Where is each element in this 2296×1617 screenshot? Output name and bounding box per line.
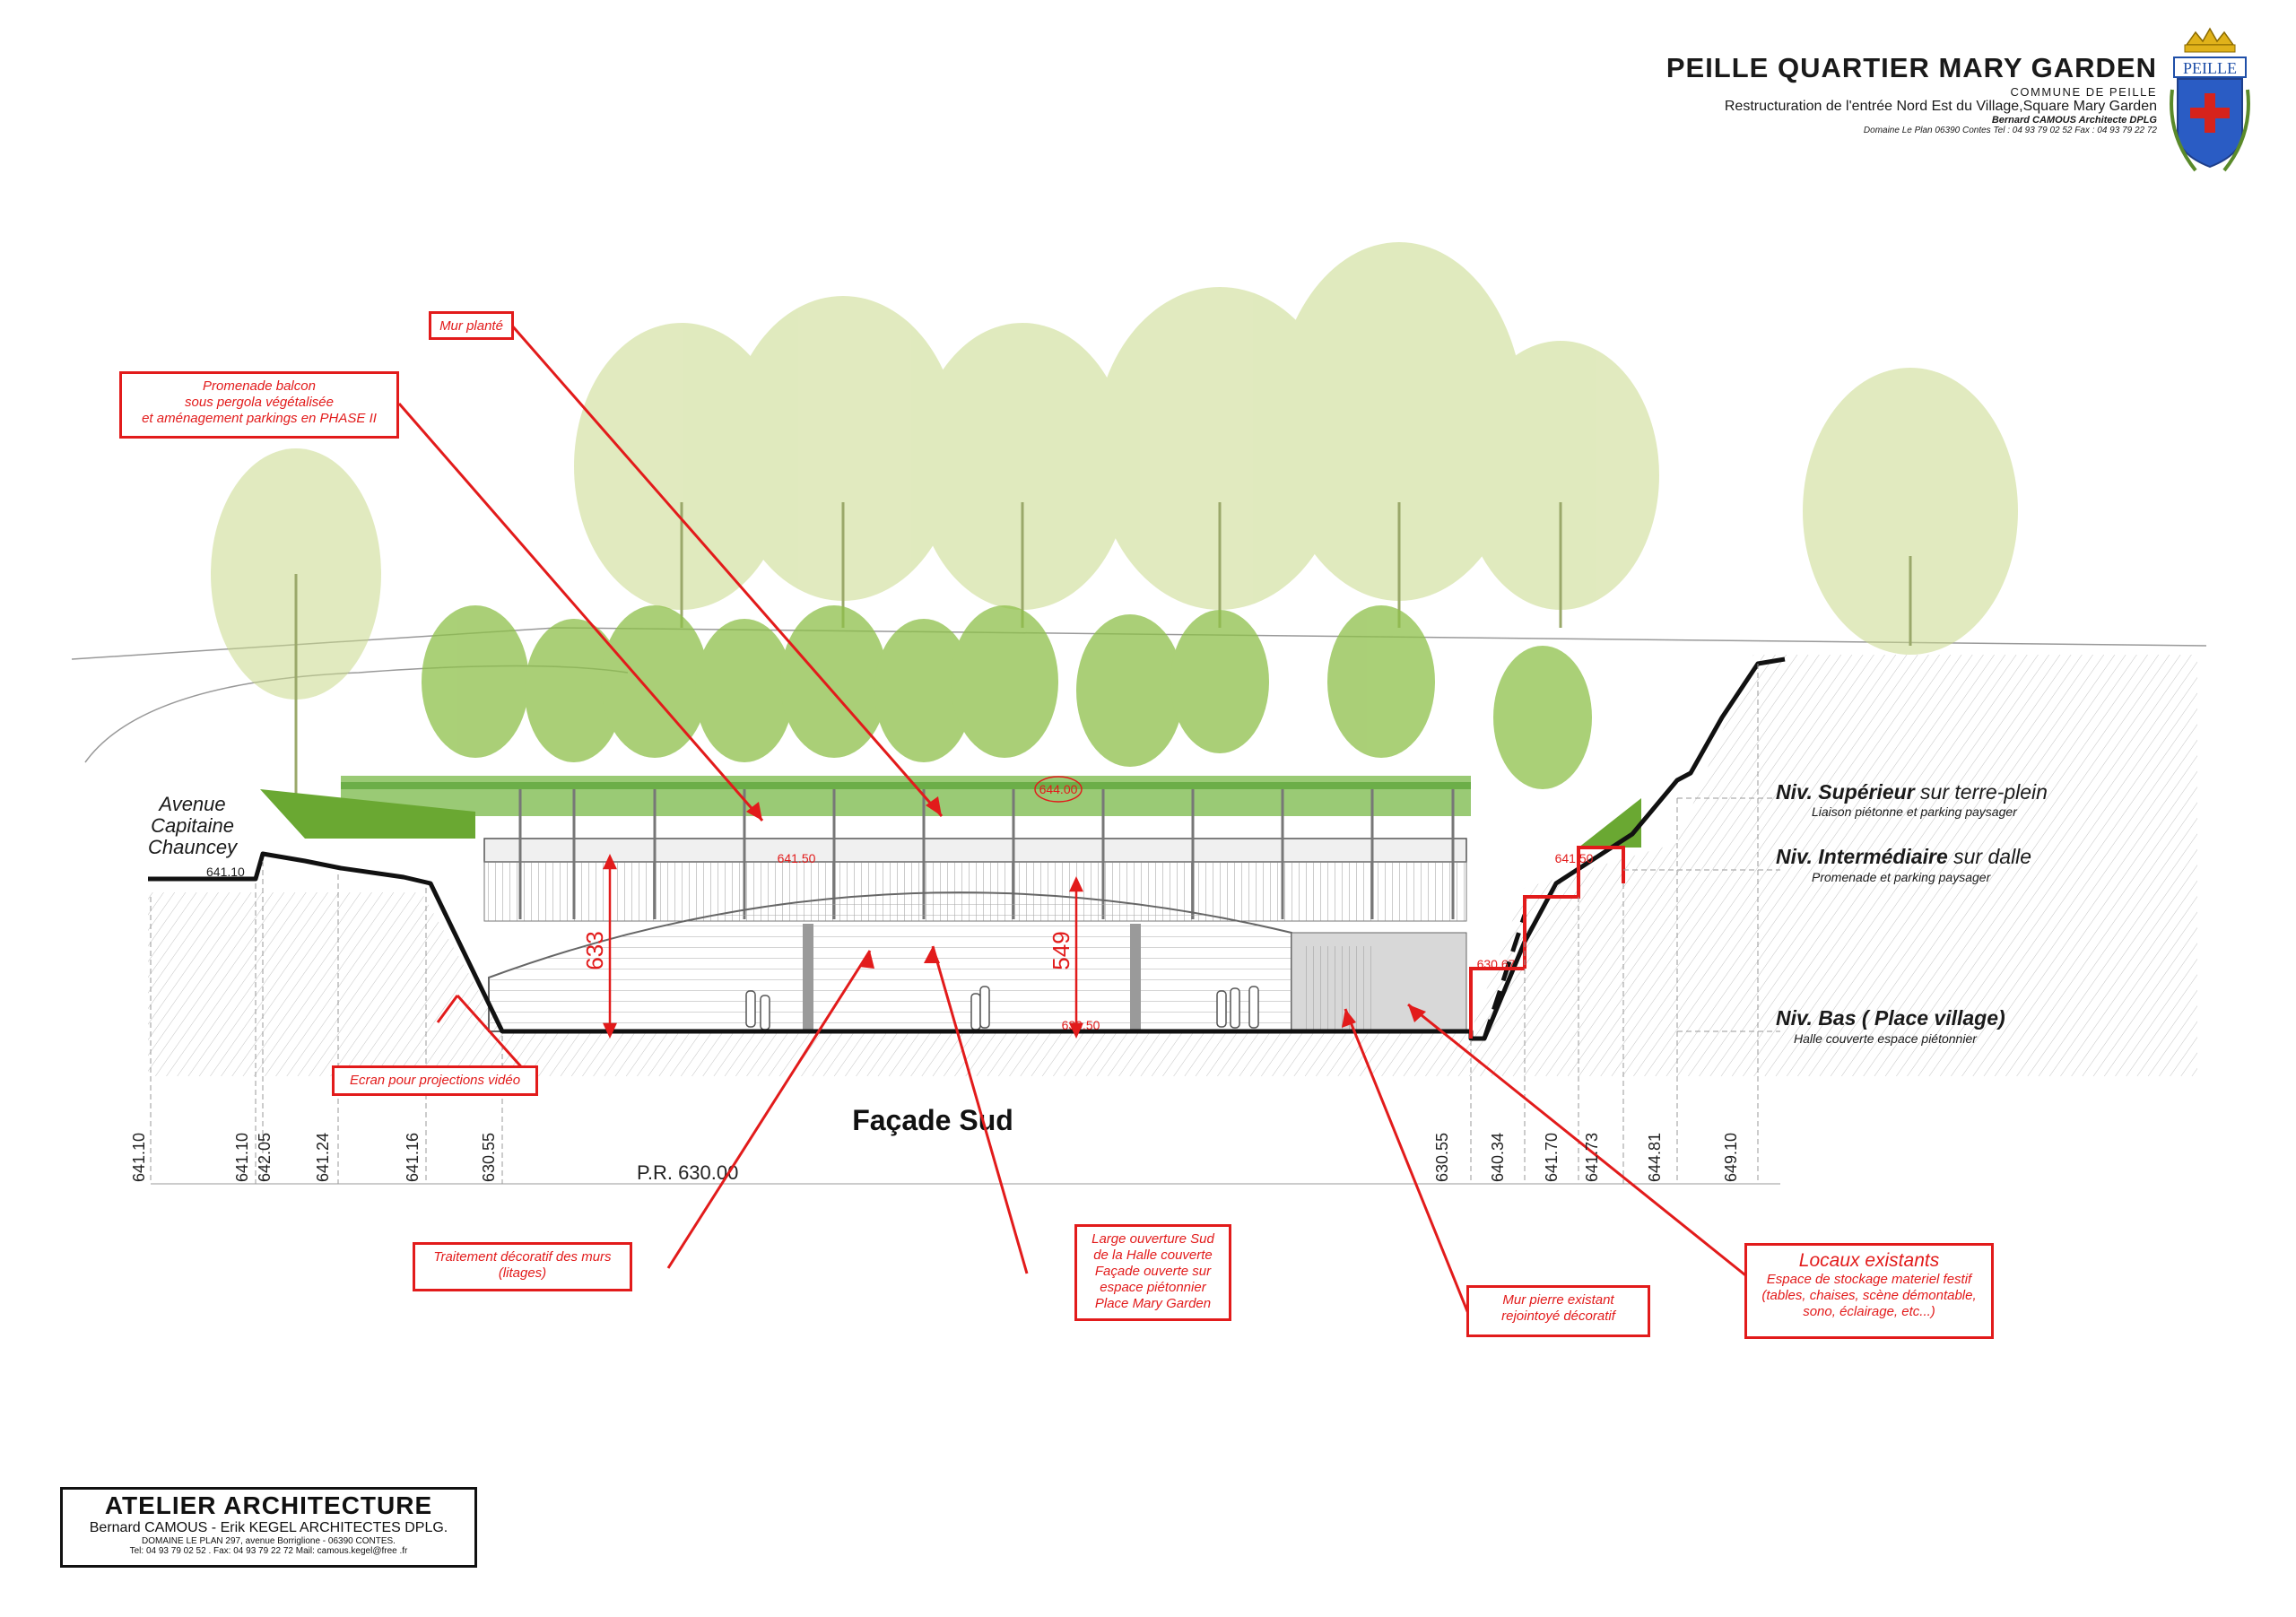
- height-633: 633: [581, 931, 608, 969]
- atelier-address: DOMAINE LE PLAN 297, avenue Borriglione …: [142, 1536, 396, 1546]
- drawing-title: Façade Sud: [852, 1104, 1013, 1136]
- alt-value: 630.55: [1433, 1132, 1451, 1182]
- alt-value: 641.10: [130, 1132, 148, 1182]
- annotation-mur-pierre: Mur pierre existant rejointoyé décoratif: [1466, 1285, 1650, 1337]
- alt-value: 641.24: [314, 1132, 332, 1182]
- elev-tag-644: 644.00: [1039, 782, 1078, 796]
- people-silhouettes: [745, 986, 1259, 1030]
- commune-label: COMMUNE DE PEILLE: [2010, 85, 2157, 99]
- height-549: 549: [1048, 931, 1074, 969]
- leader-lines: [397, 324, 1750, 1321]
- atelier-title: ATELIER ARCHITECTURE: [104, 1491, 433, 1519]
- contact-line: Domaine Le Plan 06390 Contes Tel : 04 93…: [1863, 126, 2157, 135]
- project-subtitle: Restructuration de l'entrée Nord Est du …: [1724, 99, 2157, 114]
- alt-value: 640.34: [1489, 1132, 1507, 1182]
- annotation-large-ouverture: Large ouverture Sud de la Halle couverte…: [1074, 1224, 1231, 1321]
- upper-deck-slab: [483, 838, 1467, 863]
- annotation-traitement: Traitement décoratif des murs (litages): [413, 1242, 632, 1291]
- elev-tag-641-50b: 641.50: [1555, 851, 1594, 865]
- project-title: PEILLE QUARTIER MARY GARDEN: [1665, 52, 2157, 83]
- alt-value: 641.10: [233, 1132, 251, 1182]
- level-low: Niv. Bas ( Place village): [1776, 1006, 2005, 1030]
- level-bracket: [1469, 846, 1625, 1039]
- soil-hatch: [148, 655, 2197, 1076]
- street-label: Avenue Capitaine Chauncey: [148, 793, 238, 858]
- elev-tag-630-50: 630.50: [1062, 1018, 1100, 1032]
- atelier-names: Bernard CAMOUS - Erik KEGEL ARCHITECTES …: [89, 1520, 448, 1535]
- right-green-bank: [1578, 798, 1641, 848]
- background-tree-trunks: [294, 502, 1912, 807]
- architect-line: Bernard CAMOUS Architecte DPLG: [1991, 115, 2157, 126]
- coat-banner-text: PEILLE: [2183, 59, 2237, 77]
- alt-value: 649.10: [1722, 1132, 1740, 1182]
- leader-arrowheads: [746, 796, 1426, 1028]
- level-intermediate-sub: Promenade et parking paysager: [1812, 870, 1991, 884]
- hall-columns: [803, 924, 1141, 1031]
- reference-level: P.R. 630.00: [637, 1161, 738, 1184]
- alt-value: 641.73: [1583, 1132, 1601, 1182]
- left-green-bank: [260, 789, 475, 839]
- annotation-ecran: Ecran pour projections vidéo: [332, 1065, 538, 1096]
- level-low-sub: Halle couverte espace piétonnier: [1794, 1031, 1977, 1046]
- atelier-stamp: ATELIER ARCHITECTURE Bernard CAMOUS - Er…: [60, 1487, 477, 1568]
- annotation-locaux: Locaux existants Espace de stockage mate…: [1744, 1243, 1994, 1339]
- elev-tag-641-50: 641.50: [778, 851, 816, 865]
- height-dimensions: [603, 854, 1083, 1039]
- annotation-mur-plante: Mur planté: [429, 311, 514, 340]
- atelier-contact: Tel: 04 93 79 02 52 . Fax: 04 93 79 22 7…: [129, 1546, 408, 1556]
- annotation-locaux-title: Locaux existants: [1798, 1250, 1940, 1271]
- elev-tag-630-67: 630.67: [1477, 957, 1516, 971]
- level-intermediate: Niv. Intermédiaire sur dalle: [1776, 845, 2032, 868]
- midground-trees: [422, 605, 1592, 789]
- alt-value: 630.55: [480, 1132, 498, 1182]
- background-trees: [211, 242, 2018, 700]
- altimetry-lines: [150, 664, 1780, 1184]
- alt-value: 642.05: [256, 1132, 274, 1182]
- elev-641-10: 641.10: [206, 865, 245, 879]
- peille-coat-of-arms-icon: PEILLE: [2170, 27, 2250, 172]
- annotation-promenade: Promenade balcon sous pergola végétalisé…: [119, 371, 399, 439]
- level-upper-sub: Liaison piétonne et parking paysager: [1812, 804, 2017, 819]
- alt-value: 644.81: [1646, 1132, 1664, 1182]
- pergola-vegetation: [341, 776, 1471, 816]
- annotation-locaux-text: Espace de stockage materiel festif (tabl…: [1761, 1272, 1977, 1319]
- alt-value: 641.70: [1543, 1132, 1561, 1182]
- alt-value: 641.16: [404, 1132, 422, 1182]
- level-upper: Niv. Supérieur sur terre-plein: [1776, 780, 2048, 804]
